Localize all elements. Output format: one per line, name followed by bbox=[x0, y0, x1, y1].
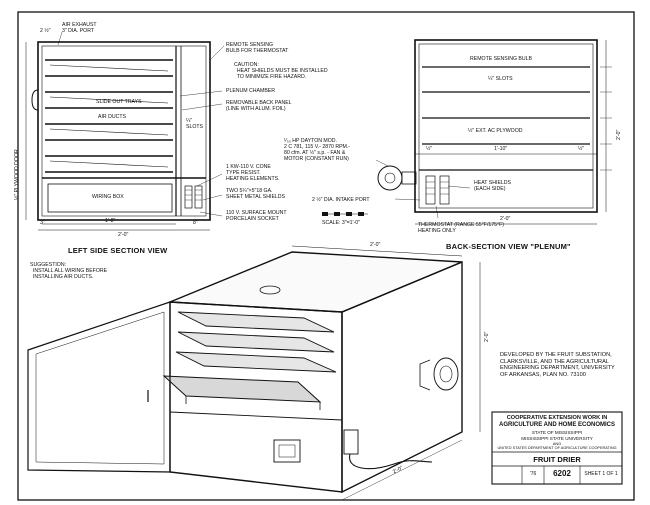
title-block-line3: STATE OF MISSISSIPPI bbox=[531, 430, 583, 435]
air-ducts-label: AIR DUCTS bbox=[98, 114, 126, 120]
iso-dim-top: 2'-0" bbox=[370, 242, 381, 248]
dim-1-8: 1'-8" bbox=[105, 218, 116, 224]
dim-2-0-back: 2'-0" bbox=[500, 216, 511, 222]
back-view-title: BACK-SECTION VIEW "PLENUM" bbox=[446, 242, 571, 251]
slots-label: ¼" SLOTS bbox=[186, 118, 204, 130]
dim-3: 3" bbox=[40, 220, 45, 226]
intake-port-label: 2 ½" DIA. INTAKE PORT bbox=[312, 197, 370, 203]
isometric-drawing bbox=[27, 245, 481, 501]
plenum-label: PLENUM CHAMBER bbox=[226, 88, 276, 94]
title-block-line5: AND bbox=[552, 441, 562, 446]
wiring-box-label: WIRING BOX bbox=[92, 194, 124, 200]
drawing-date: '76 bbox=[529, 471, 537, 477]
back-heat-shields-label: HEAT SHIELDS (EACH SIDE) bbox=[474, 180, 511, 192]
sheet-border bbox=[17, 11, 635, 501]
back-panel-label: REMOVABLE BACK PANEL (LINE WITH ALUM. FO… bbox=[226, 100, 292, 112]
plywood-label: ½" EXT. AC PLYWOOD bbox=[468, 128, 523, 134]
dim-2-0-left: 2'-0" bbox=[118, 232, 129, 238]
title-block-line4: MISSISSIPPI STATE UNIVERSITY bbox=[521, 436, 593, 441]
plywood-door-label: ½" PLYWOOD DOOR bbox=[14, 149, 20, 200]
iso-dim-height: 2'-0" bbox=[484, 331, 490, 342]
dim-8: 8" bbox=[193, 220, 198, 226]
title-block-line6: UNITED STATES DEPARTMENT OF AGRICULTURE … bbox=[497, 446, 617, 450]
dim-top-left: 2 ½" bbox=[40, 28, 51, 34]
dim-half-left: ½" bbox=[426, 146, 433, 152]
fan-motor-label: ¹⁄₃₀ HP DAYTON MOD. 2 C 781, 115 V.- 287… bbox=[284, 138, 351, 162]
back-slots-label: ¼" SLOTS bbox=[488, 76, 513, 82]
heating-elements-label: 1 KW-110 V. CONE TYPE RESIST. HEATING EL… bbox=[226, 164, 280, 182]
socket-label: 110 V. SURFACE MOUNT PORCELAIN SOCKET bbox=[226, 210, 287, 222]
left-view-title: LEFT SIDE SECTION VIEW bbox=[68, 246, 168, 255]
heat-shields-label: TWO 5¼"×5"18 GA. SHEET METAL SHIELDS bbox=[226, 188, 285, 200]
left-section-drawing bbox=[25, 31, 225, 231]
title-block-line1: COOPERATIVE EXTENSION WORK IN bbox=[506, 415, 608, 421]
title-block-frame bbox=[491, 411, 623, 485]
back-section-drawing bbox=[322, 39, 612, 225]
drawing-number: 6202 bbox=[553, 469, 571, 478]
dim-half-right: ½" bbox=[578, 146, 585, 152]
title-block-line2: AGRICULTURE AND HOME ECONOMICS bbox=[499, 422, 615, 428]
sheet-number: SHEET 1 OF 1 bbox=[584, 471, 618, 477]
remote-bulb-label: REMOTE SENSING BULB FOR THERMOSTAT bbox=[226, 42, 289, 54]
scale-label: SCALE: 3"=1'-0" bbox=[322, 220, 360, 226]
dim-side-back: 2'-0" bbox=[616, 129, 622, 140]
credits-note: DEVELOPED BY THE FRUIT SUBSTATION, CLARK… bbox=[500, 352, 615, 378]
thermostat-label: THERMOSTAT (RANGE 55°F/175°F) HEATING ON… bbox=[418, 222, 505, 234]
dim-1-10: 1'-10" bbox=[494, 146, 508, 152]
suggestion-note: SUGGESTION: INSTALL ALL WIRING BEFORE IN… bbox=[30, 262, 108, 280]
air-exhaust-label: AIR EXHAUST 3" DIA. PORT bbox=[62, 22, 97, 34]
slide-trays-label: SLIDE OUT TRAYS bbox=[96, 99, 142, 105]
back-remote-bulb-label: REMOTE SENSING BULB bbox=[470, 56, 532, 62]
drawing-title: FRUIT DRIER bbox=[533, 455, 581, 464]
caution-note: CAUTION: HEAT SHIELDS MUST BE INSTALLED … bbox=[234, 62, 328, 80]
